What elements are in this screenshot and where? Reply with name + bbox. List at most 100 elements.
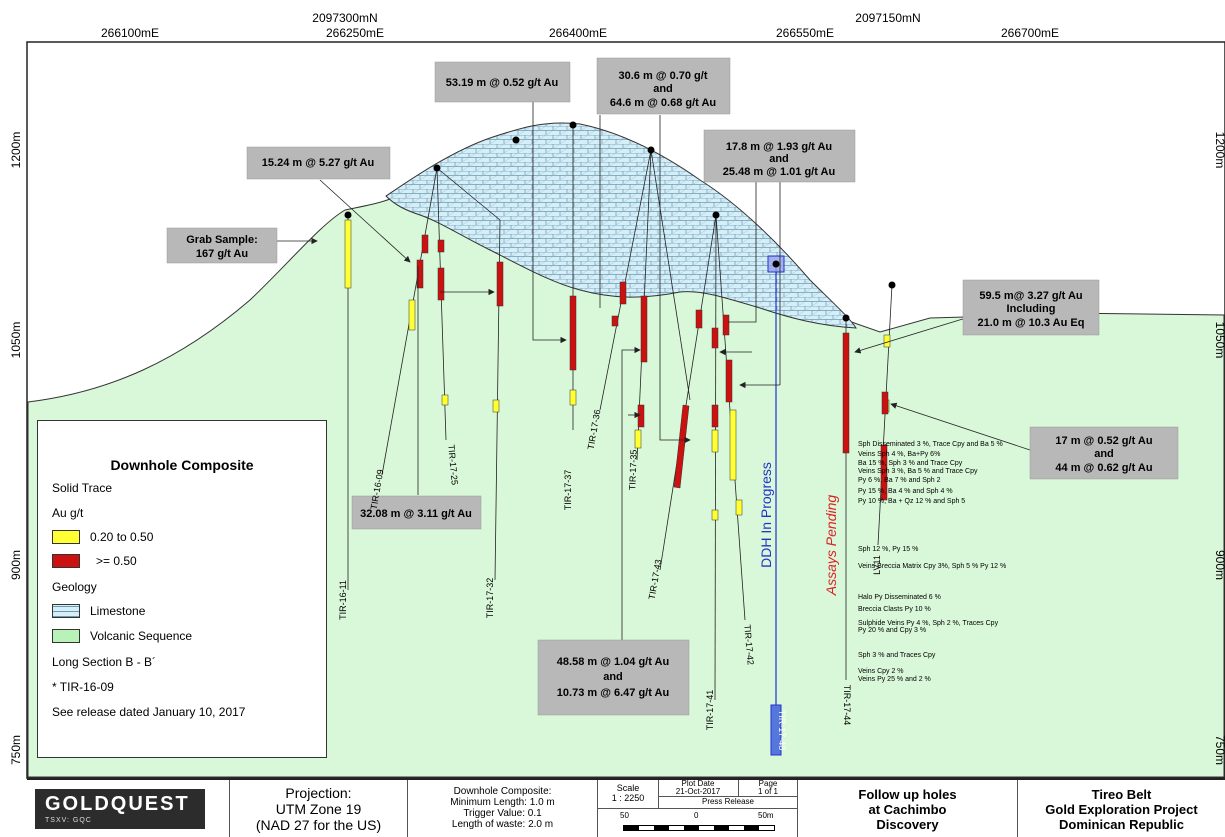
limestone-unit <box>385 122 857 329</box>
scale-value: 1 : 2250 <box>611 793 645 803</box>
callout-5c: 21.0 m @ 10.3 Au Eq <box>978 317 1085 329</box>
collar-h37 <box>569 121 577 129</box>
northing-label-1: 2097300mN <box>312 11 377 25</box>
composite-cell: Downhole Composite: Minimum Length: 1.0 … <box>407 780 597 837</box>
northing-label-2: 2097150mN <box>855 11 920 25</box>
scale-bar-0: 0 <box>694 811 699 820</box>
legend-solid-trace: Solid Trace <box>52 481 113 495</box>
trace-h43 <box>659 214 717 571</box>
elev-right-1200: 1200m <box>1213 132 1225 169</box>
collar-h36 <box>647 146 655 154</box>
trace-h25 <box>436 167 447 441</box>
hole-label-h41: TIR-17-41 <box>705 690 715 731</box>
composite-line-4: Length of waste: 2.0 m <box>451 819 554 830</box>
ddh-in-progress-label: DDH In Progress <box>758 462 774 568</box>
easting-label-3: 266400mE <box>549 26 607 40</box>
svg-text:Veins Py 25 % and 2 %: Veins Py 25 % and 2 % <box>858 676 931 683</box>
callout-6c: 44 m @ 0.62 g/t Au <box>1055 462 1152 474</box>
collar-lv11 <box>888 281 896 289</box>
legend-panel: Downhole Composite Solid Trace Au g/t 0.… <box>37 420 327 758</box>
title-block: GOLDQUEST TSXV: GQC Projection: UTM Zone… <box>27 778 1225 837</box>
callout-8b: and <box>603 671 623 683</box>
legend-swatch-limestone <box>52 604 80 618</box>
scale-cell: Scale 1 : 2250 Plot Date 21-Oct-2017 Pag… <box>597 779 798 837</box>
geology-notes: Sph Disseminated 3 %, Trace Cpy and Ba 5… <box>858 441 1006 683</box>
company-logo: GOLDQUEST TSXV: GQC <box>35 789 205 829</box>
project-line-3: Dominican Republic <box>1059 817 1184 832</box>
projection-line-1: Projection: <box>285 785 352 801</box>
scale-bar <box>623 825 775 831</box>
legend-swatch-volcanic <box>52 629 80 643</box>
elev-left-1050: 1050m <box>9 322 23 359</box>
svg-text:Veins Sph 4 %, Ba+Py 6%: Veins Sph 4 %, Ba+Py 6% <box>858 451 940 458</box>
callout-4b: and <box>769 153 789 165</box>
callout-3a: 30.6 m @ 0.70 g/t <box>619 70 708 82</box>
projection-line-3: (NAD 27 for the US) <box>255 817 382 833</box>
composite-line-3: Trigger Value: 0.1 <box>463 808 542 819</box>
follow-line-2: at Cachimbo <box>868 802 947 817</box>
hole-label-h35: TIR-17-35 <box>627 449 638 490</box>
projection-line-2: UTM Zone 19 <box>275 801 362 817</box>
project-line-1: Tireo Belt <box>1091 787 1152 802</box>
plot-date-label: Plot Date <box>681 779 715 788</box>
svg-text:Py 15 %, Ba 4 % and Sph 4 %: Py 15 %, Ba 4 % and Sph 4 % <box>858 488 953 495</box>
elev-left-1200: 1200m <box>9 132 23 169</box>
hole-tag-h48 <box>770 704 782 756</box>
follow-up-cell: Follow up holes at Cachimbo Discovery <box>797 780 1017 837</box>
svg-text:Py 20 % and Cpy 3 %: Py 20 % and Cpy 3 % <box>858 627 926 634</box>
scale-bar-50m: 50m <box>758 811 774 820</box>
legend-release: See release dated January 10, 2017 <box>52 705 246 719</box>
scale-label: Scale <box>616 783 640 793</box>
collar-h11 <box>344 211 352 219</box>
callout-8a: 48.58 m @ 1.04 g/t Au <box>557 656 669 668</box>
legend-title: Downhole Composite <box>110 457 254 473</box>
callout-6b: and <box>1094 448 1114 460</box>
trace-h32-collar <box>436 167 501 221</box>
page-label: Page <box>758 779 778 788</box>
legend-hole-note: * TIR-16-09 <box>52 680 114 694</box>
callout-grab-1: Grab Sample: <box>186 234 258 246</box>
svg-text:Sph Disseminated 3 %, Trace Cp: Sph Disseminated 3 %, Trace Cpy and Ba 5… <box>858 441 1003 448</box>
plot-date: 21-Oct-2017 <box>675 787 721 796</box>
legend-section: Long Section B - B´ <box>52 655 157 669</box>
svg-text:Sph 12 %, Py 15 %: Sph 12 %, Py 15 % <box>858 546 918 553</box>
page-value: 1 of 1 <box>757 787 778 796</box>
callout-3b: and <box>653 83 673 95</box>
legend-swatch-high <box>52 554 80 568</box>
callout-2: 53.19 m @ 0.52 g/t Au <box>446 77 558 89</box>
press-release: Press Release <box>658 796 798 809</box>
project-cell: Tireo Belt Gold Exploration Project Domi… <box>1017 780 1225 837</box>
logo-text: GOLDQUEST <box>45 793 190 815</box>
hole-label-lv11: LV11 <box>872 555 882 575</box>
logo-sub: TSXV: GQC <box>45 817 92 824</box>
trace-h35b <box>650 149 691 401</box>
collar-c2 <box>512 136 520 144</box>
high-grade-h43 <box>673 404 690 489</box>
elev-left-750: 750m <box>9 735 23 765</box>
trace-h36 <box>599 149 652 411</box>
svg-text:Veins Cpy 2 %: Veins Cpy 2 % <box>858 668 904 675</box>
easting-label-4: 266550mE <box>776 26 834 40</box>
follow-line-3: Discovery <box>876 817 939 832</box>
composite-line-2: Minimum Length: 1.0 m <box>450 797 555 808</box>
hole-label-h48: TIR-17-48 <box>777 710 787 751</box>
hole-label-h37: TIR-17-37 <box>563 470 573 511</box>
callout-7: 32.08 m @ 3.11 g/t Au <box>360 508 472 520</box>
callout-8c: 10.73 m @ 6.47 g/t Au <box>557 687 669 699</box>
svg-text:Veins Breccia Matrix Cpy 3%,: Veins Breccia Matrix Cpy 3%, Sph 5 % Py … <box>858 563 1006 570</box>
svg-text:Veins Sph 3 %, Ba 5 % and Trac: Veins Sph 3 %, Ba 5 % and Trace Cpy <box>858 468 978 475</box>
legend-high-label: >= 0.50 <box>96 554 137 568</box>
elev-right-1050: 1050m <box>1213 322 1225 359</box>
legend-volcanic-label: Volcanic Sequence <box>90 629 193 643</box>
legend-swatch-low <box>52 530 80 544</box>
composite-line-1: Downhole Composite: <box>453 786 552 797</box>
callout-5b: Including <box>1007 303 1056 315</box>
projection-cell: Projection: UTM Zone 19 (NAD 27 for the … <box>229 780 407 837</box>
leader-lines <box>277 100 1031 640</box>
callout-grab-2: 167 g/t Au <box>196 248 248 260</box>
hole-label-h32: TIR-17-32 <box>485 578 495 619</box>
easting-label-2: 266250mE <box>326 26 384 40</box>
callout-1: 15.24 m @ 5.27 g/t Au <box>262 157 374 169</box>
